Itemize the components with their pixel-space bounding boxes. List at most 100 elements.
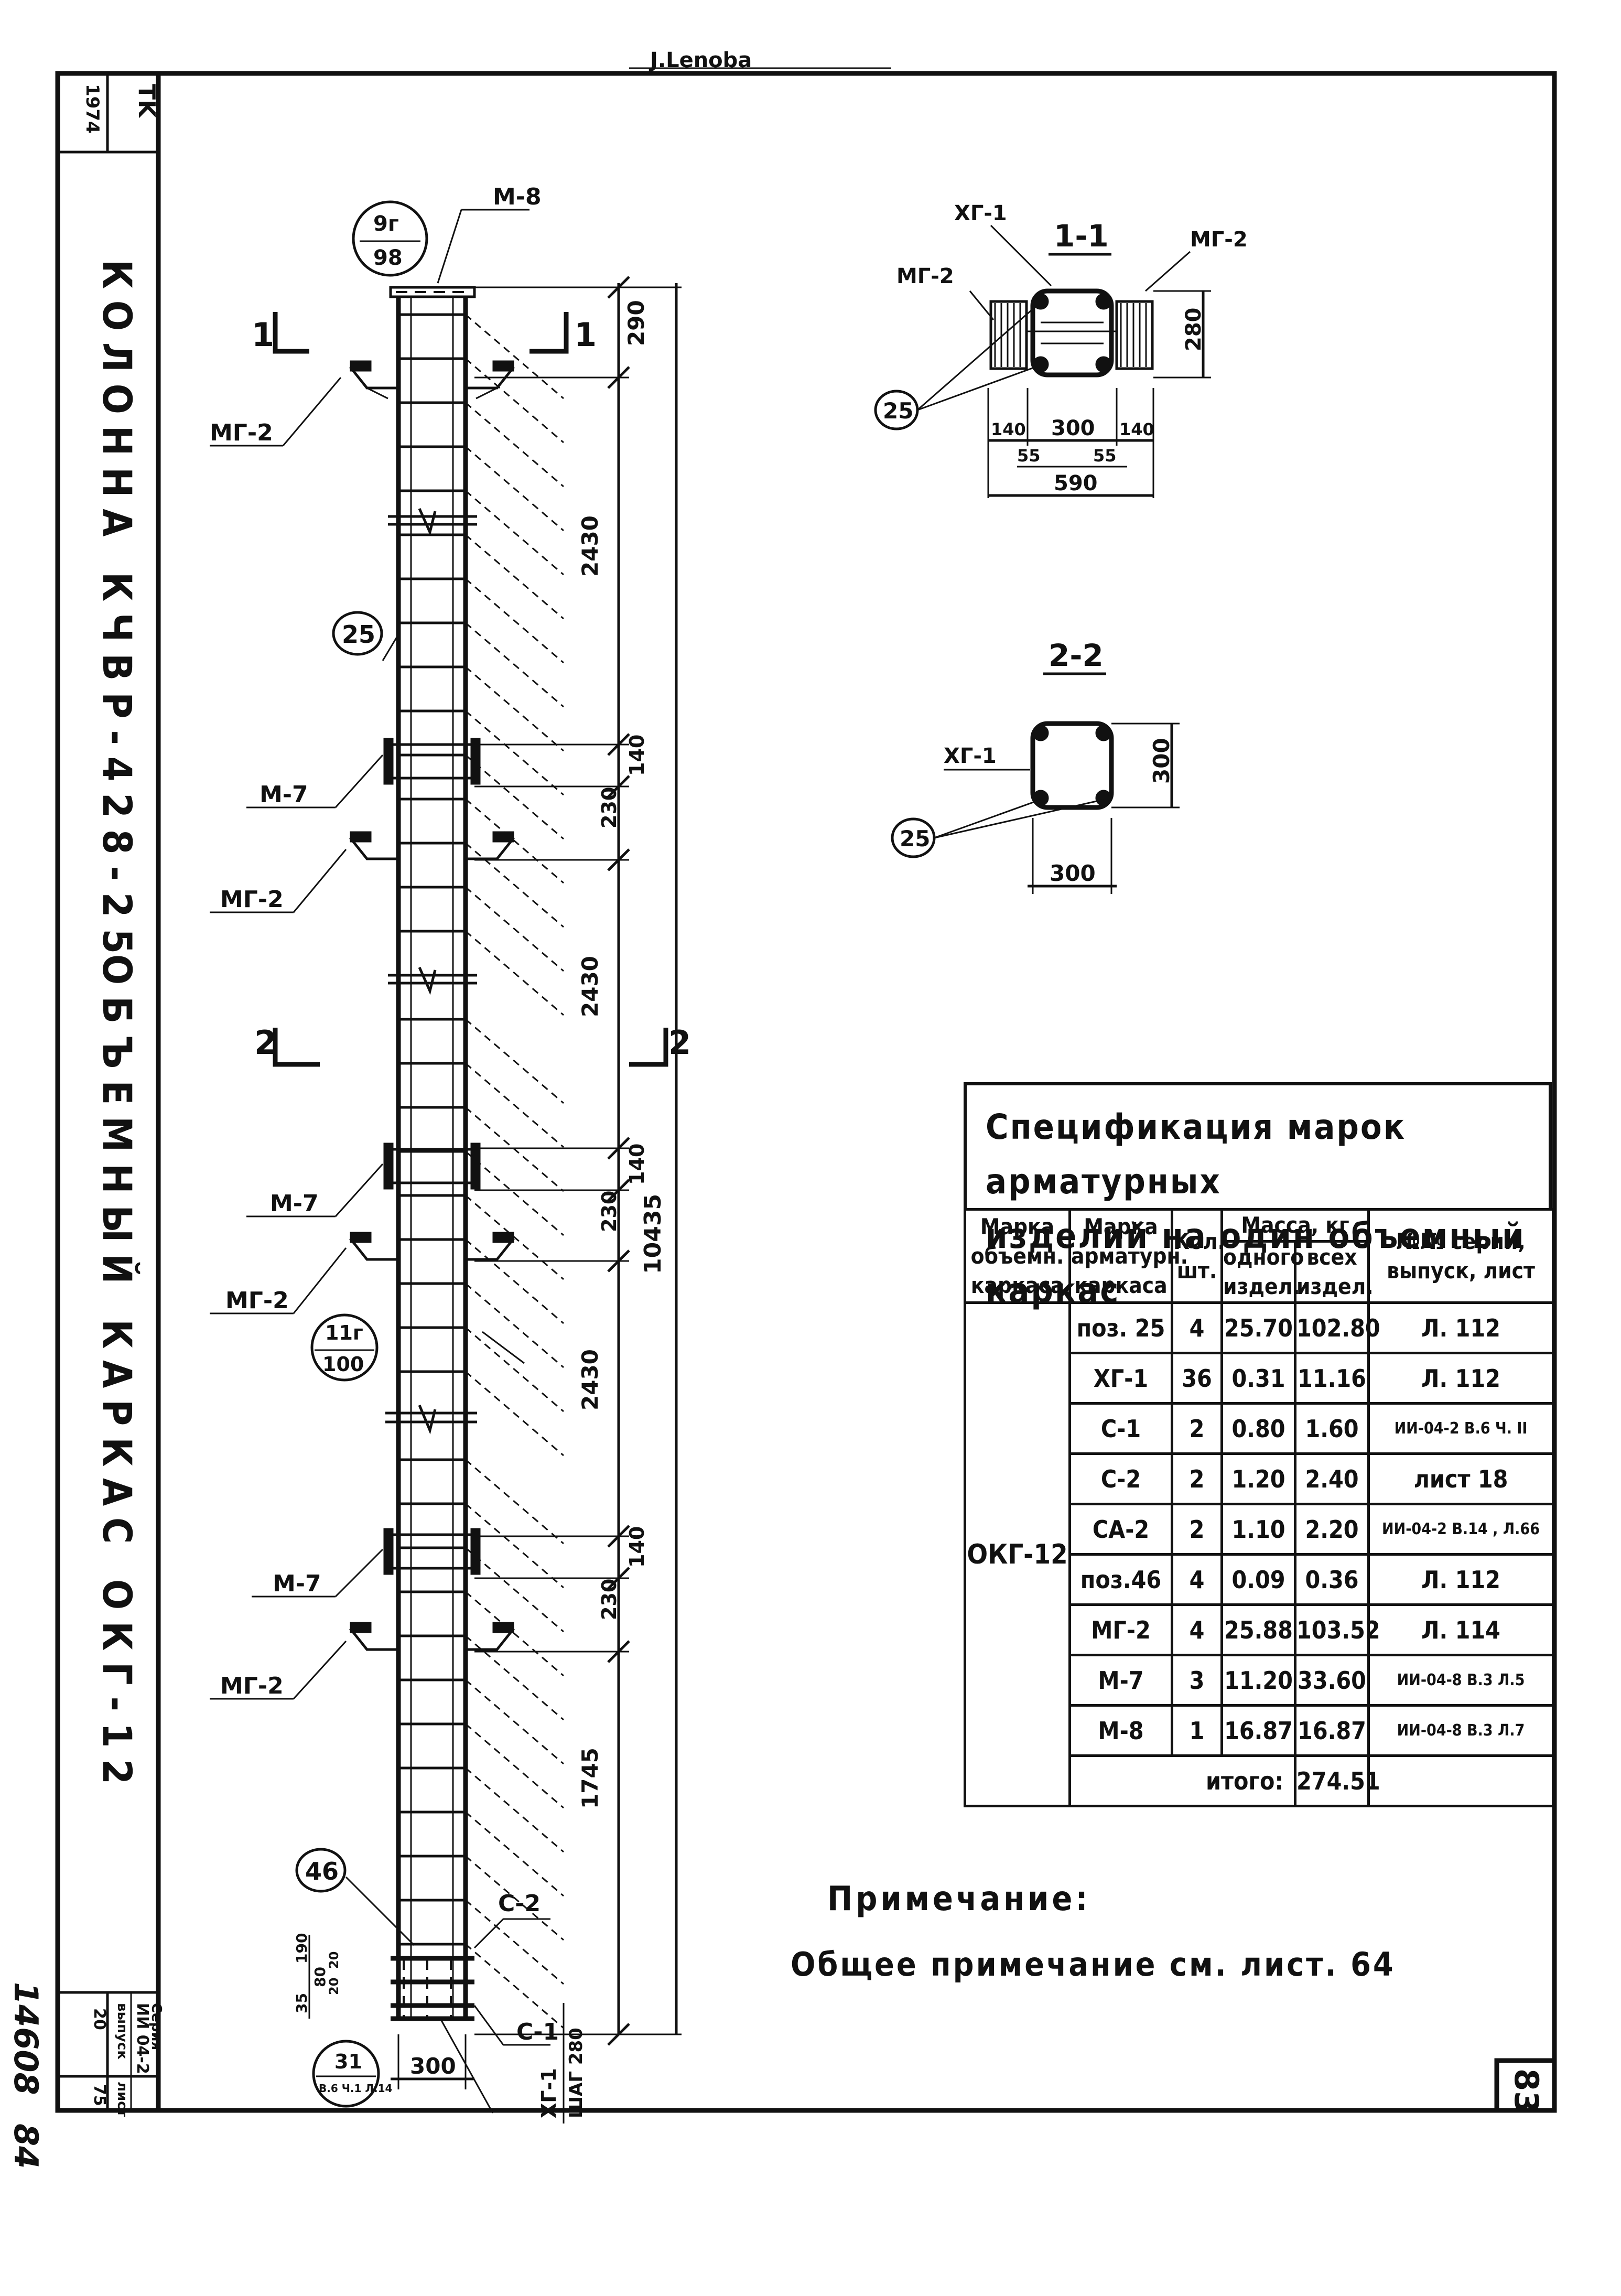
stirrup-leader [465, 1194, 564, 1280]
stirrup-leader [465, 1811, 564, 1897]
stirrup-leader [465, 1591, 564, 1677]
top-plate-m8 [389, 286, 476, 298]
cell-ref: ИИ-04-2 В.6 Ч. II [1367, 1402, 1555, 1455]
svg-text:300: 300 [1050, 860, 1096, 886]
bottom-meshes [391, 1956, 474, 2021]
section-2-2: 2-2 300 300 ХГ-1 25 [891, 638, 1180, 894]
cell-mass-all: 1.60 [1293, 1402, 1370, 1455]
stirrup-leader [465, 402, 564, 488]
svg-text:В.6 Ч.1 Л.14: В.6 Ч.1 Л.14 [319, 2082, 392, 2095]
leaders [210, 209, 550, 2114]
svg-text:Серия: Серия [148, 2003, 164, 2050]
stirrup-leader [465, 1943, 564, 2029]
bubble-pos46: 46 [295, 1848, 347, 1893]
stirrup-leader [465, 1018, 564, 1104]
cell-mass-all: 102.80 [1293, 1301, 1380, 1354]
break-mark-2 [388, 966, 477, 995]
ref-circle-bottom: 31 В.6 Ч.1 Л.14 [312, 2040, 392, 2108]
header-mass-one: одного издел. [1220, 1240, 1304, 1304]
dim-35: 35 [293, 1993, 310, 2013]
dim-1745: 1745 [577, 1748, 603, 1809]
dim-10435: 10435 [640, 1194, 666, 1274]
page-number-box [1494, 2058, 1557, 2113]
svg-text:выпуск: выпуск [114, 2003, 130, 2060]
stirrup-leader [465, 930, 564, 1016]
svg-text:300: 300 [1051, 416, 1095, 440]
cell-qty: 4 [1171, 1553, 1223, 1606]
svg-text:46: 46 [305, 1857, 339, 1885]
cell-ref: ИИ-04-8 В.3 Л.7 [1367, 1704, 1555, 1757]
label-step: ШАГ 280 [566, 2028, 587, 2118]
stirrup-leader [465, 1679, 564, 1765]
svg-text:31: 31 [334, 2050, 362, 2073]
cell-qty: 36 [1171, 1352, 1223, 1405]
svg-text:98: 98 [373, 246, 403, 270]
svg-text:1: 1 [252, 316, 274, 354]
spec-total-row: итого:274.51 [965, 1754, 1555, 1807]
cell-mass-all: 2.20 [1293, 1503, 1370, 1556]
stirrup-leader [465, 710, 564, 796]
cell-mass-one: 1.10 [1220, 1503, 1296, 1556]
section-marker-2-left: 2 [254, 1023, 320, 1067]
dim-80: 80 [311, 1967, 329, 1987]
svg-text:11г: 11г [325, 1321, 363, 1344]
stirrup-leader [465, 1238, 564, 1324]
cell-mass-one: 25.88 [1220, 1603, 1296, 1656]
label-mg2-4: МГ-2 [220, 1673, 284, 1699]
cell-mark: С-1 [1068, 1402, 1173, 1455]
spec-grid: Марка объемн. каркаса Марка арматурн. ка… [964, 1208, 1555, 1807]
header-volume-mark: Марка объемн. каркаса [964, 1208, 1071, 1304]
cell-mark: ХГ-1 [1068, 1352, 1173, 1405]
cell-qty: 2 [1171, 1452, 1223, 1505]
bubble-pos25-elevation: 25 [332, 611, 383, 656]
section-1-1: 1-1 280 140 300 140 55 55 590 ХГ-1 МГ-2 [874, 201, 1248, 498]
cell-mark: МГ-2 [1068, 1603, 1173, 1656]
dim-300-bottom: 300 [410, 2053, 456, 2079]
dim-2430-a: 2430 [577, 515, 603, 577]
header-series: №№ серии, выпуск, лист [1367, 1208, 1555, 1304]
stirrup-leader [465, 754, 564, 840]
svg-text:лист: лист [114, 2082, 130, 2117]
cell-qty: 4 [1171, 1603, 1223, 1656]
title-column: КОЛОННА КЧВР-428-25 [94, 260, 141, 966]
label-xg1: ХГ-1 [537, 2068, 560, 2118]
stirrup-leader [465, 1899, 564, 1985]
svg-text:ИИ 04-2: ИИ 04-2 [133, 2003, 152, 2074]
cell-mass-one: 1.20 [1220, 1452, 1296, 1505]
header-cage-mark: Марка арматурн. каркаса [1068, 1208, 1188, 1304]
specification-table: Спецификация марок арматурных изделий на… [964, 1082, 1555, 1807]
label-m7-2: М-7 [270, 1190, 319, 1217]
svg-text:590: 590 [1054, 471, 1098, 495]
dim-230-b: 230 [598, 1191, 621, 1232]
stirrup-leader [465, 1723, 564, 1809]
stirrup-leader [465, 1150, 564, 1236]
stirrup-leader [465, 1327, 564, 1413]
page-number: 83 [1507, 2068, 1546, 2114]
section-1-1-title: 1-1 [1054, 218, 1109, 254]
plate-m7-3 [383, 1528, 481, 1575]
section-1-1-stirrup [1030, 288, 1114, 378]
dim-230-a: 230 [598, 787, 621, 828]
stirrup-leader [465, 1635, 564, 1721]
svg-text:100: 100 [322, 1353, 364, 1376]
cell-mass-all: 11.16 [1293, 1352, 1370, 1405]
ref-circle-mid: 11г 100 [310, 1313, 379, 1382]
dim-2430-c: 2430 [577, 1349, 603, 1410]
plate-m7-1 [383, 738, 481, 785]
svg-text:2: 2 [668, 1023, 691, 1062]
svg-text:140: 140 [991, 419, 1026, 439]
section-2-2-title: 2-2 [1049, 638, 1104, 673]
stirrup-leader [465, 1459, 564, 1545]
stirrup-leader [465, 798, 564, 884]
cell-qty: 4 [1171, 1301, 1223, 1354]
dimension-chain [474, 276, 682, 2046]
cell-mass-one: 0.31 [1220, 1352, 1296, 1405]
bracket-mg2-2 [349, 831, 515, 860]
ref-circle-top: 9г 98 [352, 200, 428, 277]
stirrup-leader [465, 666, 564, 752]
stirrup-leader [465, 1855, 564, 1941]
